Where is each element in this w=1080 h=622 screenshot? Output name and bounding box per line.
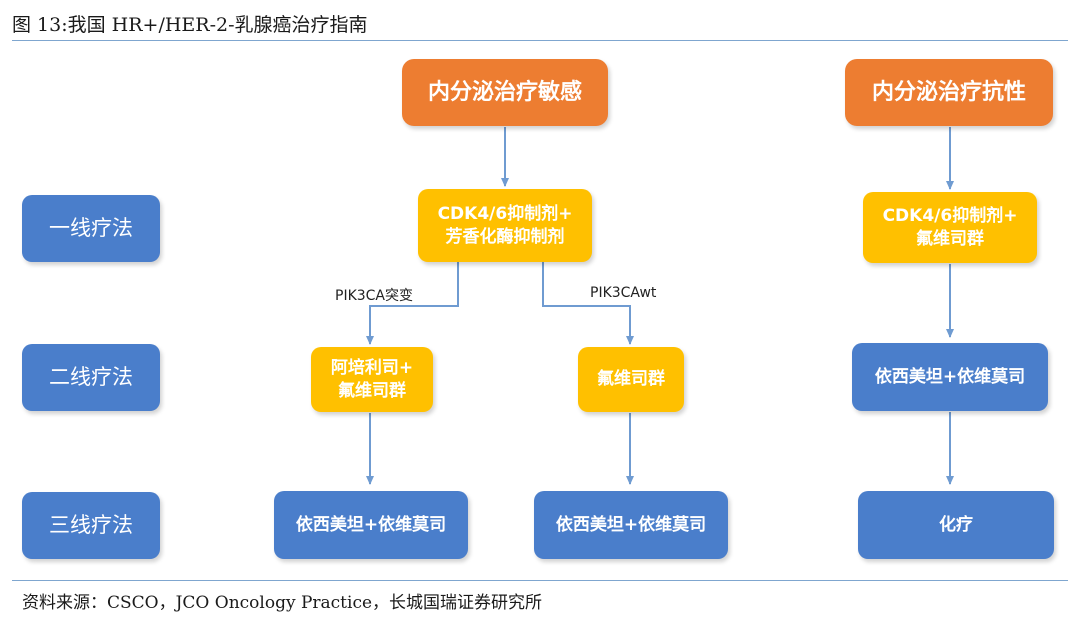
resistant-first-line-box: CDK4/6抑制剂+ 氟维司群	[863, 192, 1037, 263]
sensitive-third-line-mutant-box: 依西美坦+依维莫司	[274, 491, 468, 559]
arrow-first-to-wt	[542, 262, 634, 345]
title-divider	[12, 40, 1068, 41]
resistant-second-line-box: 依西美坦+依维莫司	[852, 343, 1048, 411]
figure-title: 图 13:我国 HR+/HER-2-乳腺癌治疗指南	[12, 14, 368, 36]
branch-label-wildtype: PIK3CAwt	[590, 285, 657, 301]
row-label-third-line: 三线疗法	[22, 492, 160, 559]
sensitive-second-line-mutant-box: 阿培利司+ 氟维司群	[311, 347, 433, 412]
sensitive-header: 内分泌治疗敏感	[402, 59, 608, 126]
resistant-third-line-box: 化疗	[858, 491, 1054, 559]
sensitive-third-line-wt-box: 依西美坦+依维莫司	[534, 491, 728, 559]
resistant-header: 内分泌治疗抗性	[845, 59, 1053, 126]
source-divider	[12, 580, 1068, 581]
arrow-first-to-mutant	[366, 262, 459, 345]
sensitive-second-line-wt-box: 氟维司群	[578, 347, 684, 412]
row-label-first-line: 一线疗法	[22, 195, 160, 262]
source-note: 资料来源：CSCO，JCO Oncology Practice，长城国瑞证券研究…	[22, 593, 543, 613]
row-label-second-line: 二线疗法	[22, 344, 160, 411]
sensitive-first-line-box: CDK4/6抑制剂+ 芳香化酶抑制剂	[418, 189, 592, 262]
branch-label-mutant: PIK3CA突变	[335, 288, 414, 304]
